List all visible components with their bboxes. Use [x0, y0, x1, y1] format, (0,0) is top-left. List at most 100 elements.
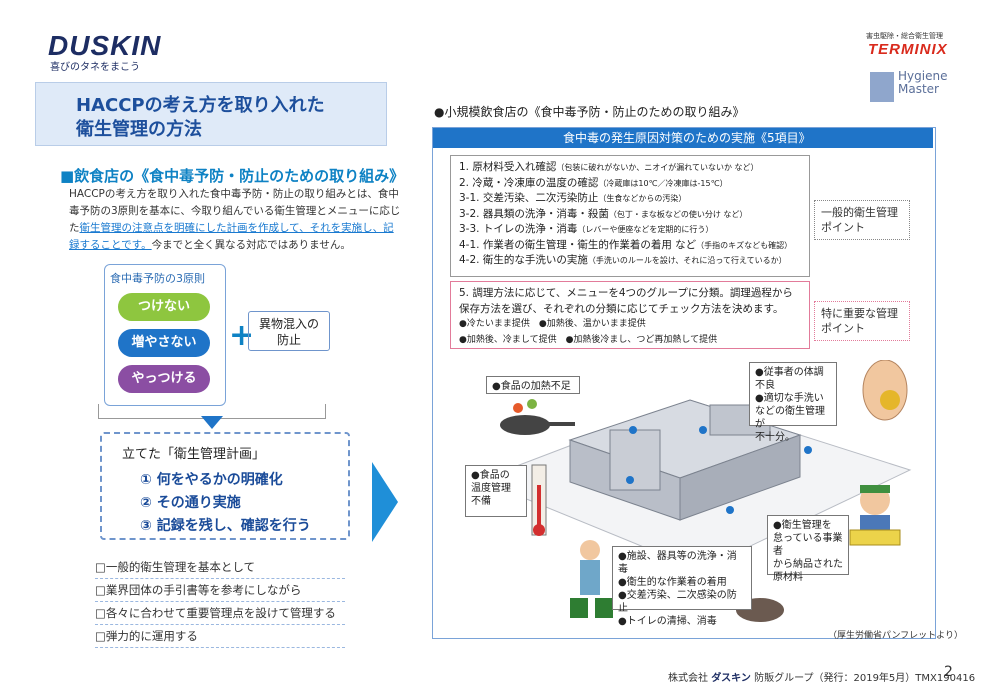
- principle-fuyasanai: 増やさない: [118, 329, 210, 357]
- hygiene-master-logo: Hygiene Master: [898, 70, 947, 96]
- item-main: 3-3. トイレの洗浄・消毒: [459, 223, 578, 235]
- right-panel-title: 食中毒の発生原因対策のための実施《5項目》: [433, 128, 933, 148]
- callout-line: 不備: [471, 496, 491, 507]
- check-item: □業界団体の手引書等を参考にしながら: [95, 579, 345, 602]
- callout-line: 温度管理: [471, 483, 511, 494]
- item-main: 3-1. 交差汚染、二次汚染防止: [459, 192, 599, 204]
- down-arrow-icon: [201, 416, 223, 429]
- section-heading: ■飲食店の《食中毒予防・防止のための取り組み》: [60, 167, 405, 185]
- plan-item-1: ① 何をやるかの明確化: [140, 472, 283, 488]
- intro-text: HACCPの考え方を取り入れた食中毒予防・防止の取り組みとは、食中毒予防の3原則…: [69, 186, 404, 254]
- check-item: □一般的衛生管理を基本として: [95, 556, 345, 579]
- intro-part-a: HACCPの考え方を取り入れた食中毒予防・防止の取り組みとは、食中毒予防の3原則…: [69, 188, 401, 234]
- item5-options-a: ●冷たいまま提供 ●加熱後、温かいまま提供: [459, 319, 646, 329]
- thermometer-icon: [531, 464, 547, 536]
- intro-part-c: 今までと全く異なる対応ではありません。: [151, 239, 351, 251]
- check-item: □各々に合わせて重要管理点を設けて管理する: [95, 602, 345, 625]
- item-sub: （手指のキズなども確認）: [696, 240, 793, 250]
- item-main: 4-2. 衛生的な手洗いの実施: [459, 254, 588, 266]
- footer-brand: ダスキン: [711, 673, 751, 684]
- terminix-subtitle: 害虫駆除・総合衛生管理: [866, 32, 943, 40]
- plan-title: 立てた「衛生管理計画」: [122, 447, 266, 462]
- item-main: 4-1. 作業者の衛生管理・衛生的作業着の着用 など: [459, 238, 697, 251]
- title-line1: HACCPの考え方を取り入れた: [76, 95, 325, 116]
- critical-point-note: 特に重要な管理 ポイント: [814, 301, 910, 341]
- checklist: □一般的衛生管理を基本として □業界団体の手引書等を参考にしながら □各々に合わ…: [95, 556, 345, 648]
- intro-highlight: 衛生管理の注意点を明確にした計画を作成して、それを実施し、記録することです。: [69, 222, 394, 251]
- footer: 株式会社 ダスキン 防販グループ（発行：2019年5月）TMX190416: [668, 669, 975, 684]
- page-number: 2: [944, 664, 953, 680]
- general-items-box: 1. 原材料受入れ確認（包装に破れがないか、ニオイが漏れていないか など） 2.…: [450, 155, 810, 277]
- item-main: 3-2. 器具類の洗浄・消毒・殺菌: [459, 207, 609, 220]
- item-sub: （包装に破れがないか、ニオイが漏れていないか など）: [556, 163, 759, 172]
- plan-box: [100, 432, 350, 540]
- callout-line: ●衛生管理を: [773, 520, 832, 531]
- list-item: 2. 冷蔵・冷凍庫の温度の確認（冷蔵庫は10℃／冷凍庫は-15℃）: [459, 176, 801, 192]
- foreign-line2: 防止: [276, 333, 301, 347]
- callout-temperature: ●食品の 温度管理 不備: [465, 465, 527, 517]
- item-sub: （レバーや便座などを定期的に行う）: [577, 225, 714, 234]
- footer-issue: 防販グループ（発行：2019年5月）TMX190416: [754, 673, 976, 684]
- callout-staff: ●従事者の体調不良 ●適切な手洗い などの衛生管理が 不十分。: [749, 362, 837, 443]
- critical-item-box: 5. 調理方法に応じて、メニューを4つのグループに分類。調理過程から 保存方法を…: [450, 281, 810, 349]
- foreign-matter-box: 異物混入の 防止: [248, 311, 330, 351]
- cleaning-worker-icon: [570, 540, 613, 618]
- item-sub: （冷蔵庫は10℃／冷凍庫は-15℃）: [598, 178, 728, 188]
- list-item: 3-2. 器具類の洗浄・消毒・殺菌（包丁・まな板などの使い分け など）: [459, 207, 801, 223]
- right-heading: ●小規模飲食店の《食中毒予防・防止のための取り組み》: [434, 105, 745, 119]
- principles-title: 食中毒予防の3原則: [110, 272, 205, 285]
- item-sub: （包丁・まな板などの使い分け など）: [608, 209, 748, 219]
- right-panel: [432, 127, 936, 639]
- note1-line1: 一般的衛生管理: [821, 206, 898, 219]
- callout-line: ●トイレの清掃、消毒: [618, 616, 717, 627]
- duskin-tagline: 喜びのタネをまこう: [50, 62, 140, 73]
- callout-supplier: ●衛生管理を 怠っている事業者 から納品された 原材料: [767, 515, 849, 583]
- note2-line1: 特に重要な管理: [821, 307, 898, 320]
- callout-line: ●交差汚染、二次感染の防止: [618, 590, 737, 614]
- terminix-logo: TERMINIX: [868, 41, 948, 58]
- list-item: 3-3. トイレの洗浄・消毒（レバーや便座などを定期的に行う）: [459, 222, 801, 238]
- principle-yattsukeru: やっつける: [118, 365, 210, 393]
- foreign-line1: 異物混入の: [258, 317, 319, 331]
- callout-heating: ●食品の加熱不足: [486, 376, 580, 394]
- plan-item-3: ③ 記録を残し、確認を行う: [140, 518, 311, 534]
- hand-icon: [862, 360, 908, 421]
- check-item: □弾力的に運用する: [95, 625, 345, 648]
- list-item: 4-1. 作業者の衛生管理・衛生的作業着の着用 など（手指のキズなども確認）: [459, 238, 801, 254]
- callout-line: ●施設、器具等の洗浄・消毒: [618, 551, 737, 575]
- item-main: 1. 原材料受入れ確認: [459, 161, 557, 173]
- callout-line: ●従事者の体調不良: [755, 367, 824, 391]
- footer-company: 株式会社: [668, 673, 708, 684]
- callout-line: ●衛生的な作業着の着用: [618, 577, 727, 588]
- plan-item-2: ② その通り実施: [140, 495, 241, 511]
- note1-line2: ポイント: [821, 221, 865, 234]
- frying-pan-icon: [500, 399, 575, 435]
- right-arrow-icon: [372, 462, 398, 542]
- callout-line: などの衛生管理が: [755, 406, 825, 430]
- callout-line: から納品された: [773, 559, 843, 570]
- hygiene-master-line2: Master: [898, 82, 939, 96]
- callout-line: ●食品の: [471, 470, 510, 481]
- list-item: 1. 原材料受入れ確認（包装に破れがないか、ニオイが漏れていないか など）: [459, 160, 801, 176]
- duskin-logo: DUSKIN: [48, 30, 162, 61]
- list-item: 3-1. 交差汚染、二次汚染防止（生食などからの汚染）: [459, 191, 801, 207]
- callout-line: 不十分。: [755, 432, 795, 443]
- callout-cleaning: ●施設、器具等の洗浄・消毒 ●衛生的な作業着の着用 ●交差汚染、二次感染の防止 …: [612, 546, 752, 627]
- item5-line1: 5. 調理方法に応じて、メニューを4つのグループに分類。調理過程から: [459, 287, 793, 299]
- title-line2: 衛生管理の方法: [76, 119, 202, 140]
- page-title: HACCPの考え方を取り入れた 衛生管理の方法: [76, 94, 325, 142]
- callout-line: 怠っている事業者: [773, 533, 843, 557]
- item-sub: （生食などからの汚染）: [598, 194, 687, 203]
- hygiene-master-icon: [870, 72, 894, 102]
- title-box: [35, 82, 387, 146]
- item5-options-b: ●加熱後、冷まして提供 ●加熱後冷まし、つど再加熱して提供: [459, 334, 718, 345]
- callout-line: ●適切な手洗い: [755, 393, 824, 404]
- source-note: （厚生労働省パンフレットより）: [828, 631, 964, 641]
- refrigerator: [609, 429, 661, 491]
- delivery-worker-icon: [849, 485, 901, 546]
- item-main: 2. 冷蔵・冷凍庫の温度の確認: [459, 176, 599, 189]
- callout-line: 原材料: [773, 572, 803, 583]
- principle-tsukenai: つけない: [118, 293, 210, 321]
- kitchen-illustration: [478, 360, 912, 622]
- callout-dots: [626, 426, 812, 514]
